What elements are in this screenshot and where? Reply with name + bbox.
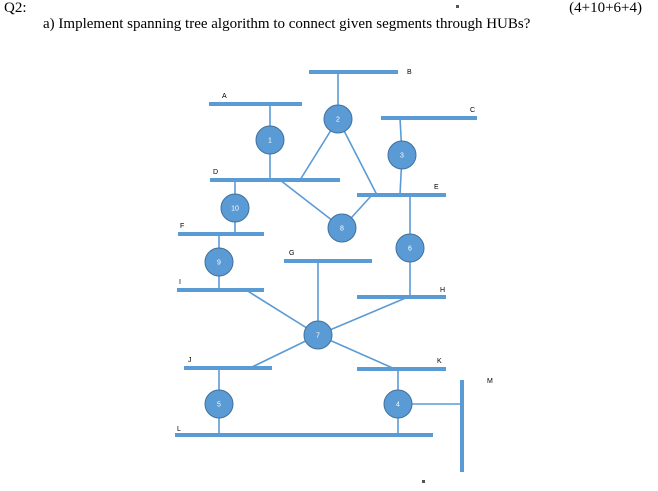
hub-label-8: 8 <box>340 226 344 233</box>
hub-label-4: 4 <box>396 402 400 409</box>
hub-10 <box>220 193 250 223</box>
hub-label-5: 5 <box>217 402 221 409</box>
segment-label-h: H <box>440 287 445 294</box>
segment-label-e: E <box>434 184 439 191</box>
segment-label-j: J <box>188 357 192 364</box>
link-hub-7-segment-h <box>317 296 409 336</box>
hub-1 <box>255 125 285 155</box>
hub-5 <box>204 389 234 419</box>
hub-7 <box>303 320 333 350</box>
question-number: Q2: <box>4 0 27 16</box>
hub-3 <box>387 140 417 170</box>
segment-label-m: M <box>487 378 493 385</box>
segment-label-k: K <box>437 358 442 365</box>
hub-label-9: 9 <box>217 260 221 267</box>
hub-9 <box>204 247 234 277</box>
hub-8 <box>327 213 357 243</box>
hub-label-2: 2 <box>336 117 340 124</box>
segment-label-c: C <box>470 107 475 114</box>
hub-label-3: 3 <box>400 153 404 160</box>
segment-label-d: D <box>213 169 218 176</box>
hub-6 <box>395 233 425 263</box>
hub-label-6: 6 <box>408 246 412 253</box>
segment-label-b: B <box>407 69 412 76</box>
segment-label-l: L <box>177 426 181 433</box>
hubs: 1 2 3 4 5 6 7 8 9 10 <box>204 104 425 419</box>
question-marks: (4+10+6+4) <box>569 0 642 16</box>
hub-label-10: 10 <box>231 206 239 213</box>
segment-label-g: G <box>289 250 294 257</box>
hub-label-1: 1 <box>268 138 272 145</box>
hub-label-7: 7 <box>316 333 320 340</box>
stray-mark <box>422 480 425 483</box>
segment-label-a: A <box>222 93 227 100</box>
segment-label-i: I <box>179 279 181 286</box>
lan-segments <box>175 70 477 472</box>
segment-label-f: F <box>180 223 184 230</box>
segment-labels: A B C D E F G H I J K L M <box>177 69 493 433</box>
hub-4 <box>383 389 413 419</box>
hub-2 <box>323 104 353 134</box>
question-part-a: a) Implement spanning tree algorithm to … <box>43 16 531 32</box>
stray-mark <box>456 5 459 8</box>
